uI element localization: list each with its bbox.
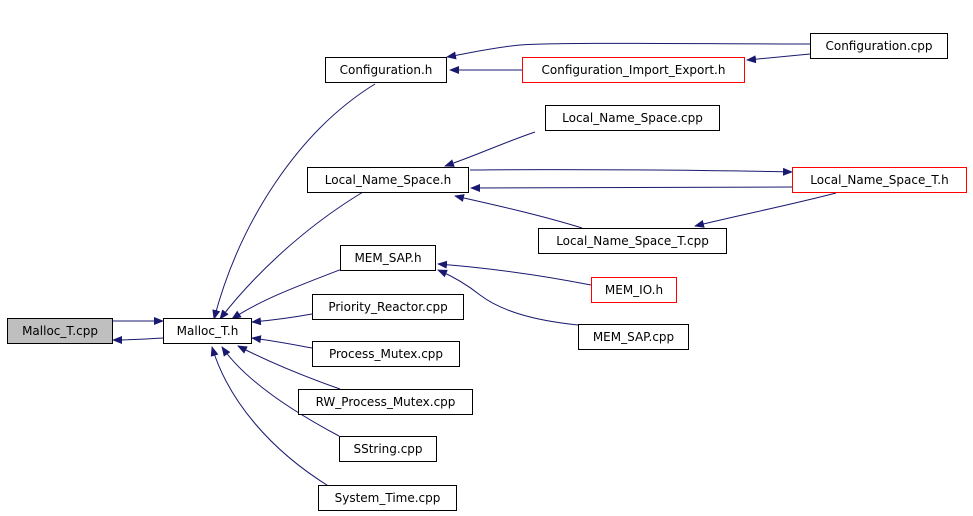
- node-sstring-cpp[interactable]: SString.cpp: [339, 436, 437, 462]
- edge-priority-reactor-cpp-to-malloc-t-h: [251, 313, 313, 326]
- edge-configuration-cpp-to-configuration-h: [446, 42, 811, 60]
- edge-rw-process-mutex-cpp-to-malloc-t-h: [237, 345, 341, 390]
- node-system-time-cpp[interactable]: System_Time.cpp: [318, 485, 457, 511]
- edge-system-time-cpp-to-malloc-t-h: [210, 346, 331, 488]
- node-process-mutex-cpp[interactable]: Process_Mutex.cpp: [312, 341, 460, 367]
- node-mem-sap-cpp[interactable]: MEM_SAP.cpp: [578, 324, 689, 350]
- edge-lns-t-h-to-lns-t-cpp: [694, 192, 837, 228]
- node-configuration-h[interactable]: Configuration.h: [325, 57, 447, 83]
- node-configuration-cpp[interactable]: Configuration.cpp: [810, 33, 948, 59]
- edge-malloc-t-h-to-malloc-t-cpp: [112, 335, 164, 344]
- edge-lns-h-to-lns-t-h: [469, 167, 793, 176]
- node-local-name-space-t-h[interactable]: Local_Name_Space_T.h: [792, 167, 967, 193]
- edge-process-mutex-cpp-to-malloc-t-h: [251, 335, 313, 349]
- edge-lns-t-h-to-lns-h: [470, 183, 793, 192]
- edge-mem-io-h-to-mem-sap-h: [437, 260, 592, 286]
- edge-sstring-cpp-to-malloc-t-h: [221, 346, 340, 437]
- edge-lns-t-cpp-to-lns-h: [454, 194, 583, 229]
- edge-mem-sap-cpp-to-mem-sap-h: [437, 269, 579, 326]
- edge-configuration-h-to-malloc-t-h: [212, 83, 376, 320]
- node-priority-reactor-cpp[interactable]: Priority_Reactor.cpp: [312, 294, 464, 320]
- node-local-name-space-cpp[interactable]: Local_Name_Space.cpp: [545, 105, 720, 131]
- edge-mem-sap-h-to-malloc-t-h: [231, 265, 351, 320]
- node-mem-io-h[interactable]: MEM_IO.h: [591, 277, 677, 303]
- node-malloc-t-h[interactable]: Malloc_T.h: [163, 318, 252, 344]
- node-local-name-space-h[interactable]: Local_Name_Space.h: [307, 167, 469, 193]
- edge-configuration-cpp-to-cie-h: [746, 53, 811, 64]
- node-rw-process-mutex-cpp[interactable]: RW_Process_Mutex.cpp: [298, 389, 473, 415]
- node-mem-sap-h[interactable]: MEM_SAP.h: [340, 245, 436, 271]
- node-local-name-space-t-cpp[interactable]: Local_Name_Space_T.cpp: [538, 228, 727, 254]
- node-configuration-import-export-h[interactable]: Configuration_Import_Export.h: [522, 57, 745, 83]
- edge-lns-cpp-to-lns-h: [444, 131, 536, 167]
- edge-local-name-space-h-to-malloc-t-h: [219, 191, 364, 320]
- node-malloc-t-cpp: Malloc_T.cpp: [7, 318, 113, 344]
